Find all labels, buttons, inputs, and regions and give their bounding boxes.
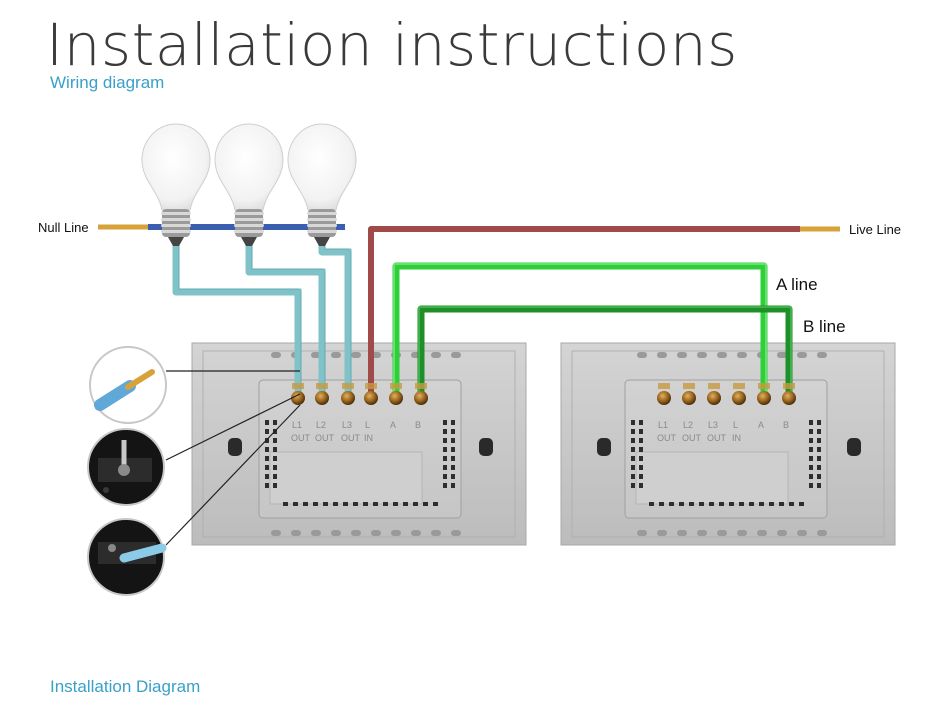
detail-terminal-tightened	[87, 518, 167, 596]
terminal-direction-label: OUT	[707, 433, 727, 443]
detail-wire-stripped	[89, 346, 167, 424]
terminal-screw	[732, 391, 746, 405]
terminal-label: L2	[683, 420, 693, 430]
terminal-screw	[291, 391, 305, 405]
terminal-screw	[682, 391, 696, 405]
bulb-1	[141, 123, 211, 246]
terminal-label: A	[390, 420, 396, 430]
terminal-direction-label: OUT	[291, 433, 311, 443]
terminal-screw	[315, 391, 329, 405]
b-line-wire	[417, 305, 793, 392]
terminal-label: A	[758, 420, 764, 430]
terminal-label: L	[365, 420, 370, 430]
bulb-2	[214, 123, 284, 246]
terminal-label: B	[415, 420, 421, 430]
terminal-screw	[341, 391, 355, 405]
terminal-direction-label: IN	[732, 433, 741, 443]
live-line-label: Live Line	[849, 222, 901, 237]
terminal-direction-label: IN	[364, 433, 373, 443]
terminal-screw	[414, 391, 428, 405]
page-title: Installation instructions	[46, 11, 738, 79]
a-line-wire	[392, 262, 768, 392]
terminal-screw	[757, 391, 771, 405]
null-line-label: Null Line	[38, 220, 89, 235]
terminal-label: B	[783, 420, 789, 430]
terminal-direction-label: OUT	[341, 433, 361, 443]
bulb-3	[287, 123, 357, 246]
installation-diagram-label: Installation Diagram	[50, 677, 201, 696]
detail-terminal-insert	[87, 428, 165, 506]
terminal-screw	[364, 391, 378, 405]
switch-right	[560, 342, 896, 546]
terminal-direction-label: OUT	[682, 433, 702, 443]
live-wire	[368, 226, 800, 392]
switch-left	[191, 342, 527, 546]
vent-holes	[265, 352, 827, 536]
terminal-screw	[389, 391, 403, 405]
light-bulbs	[141, 123, 357, 246]
terminal-direction-label: OUT	[315, 433, 335, 443]
b-line-label: B line	[803, 317, 846, 336]
a-line-label: A line	[776, 275, 818, 294]
terminal-label: L	[733, 420, 738, 430]
terminal-label: L3	[708, 420, 718, 430]
terminal-screw	[707, 391, 721, 405]
terminal-screw	[782, 391, 796, 405]
page-subtitle: Wiring diagram	[50, 73, 165, 92]
terminal-label: L1	[658, 420, 668, 430]
terminal-screws	[291, 383, 796, 405]
terminal-label: L1	[292, 420, 302, 430]
terminal-label: L2	[316, 420, 326, 430]
terminal-direction-label: OUT	[657, 433, 677, 443]
terminal-screw	[657, 391, 671, 405]
terminal-label: L3	[342, 420, 352, 430]
callout-lines	[165, 370, 301, 546]
terminal-labels-right: L1 L2 L3 L A B OUT OUT OUT IN	[657, 420, 789, 443]
